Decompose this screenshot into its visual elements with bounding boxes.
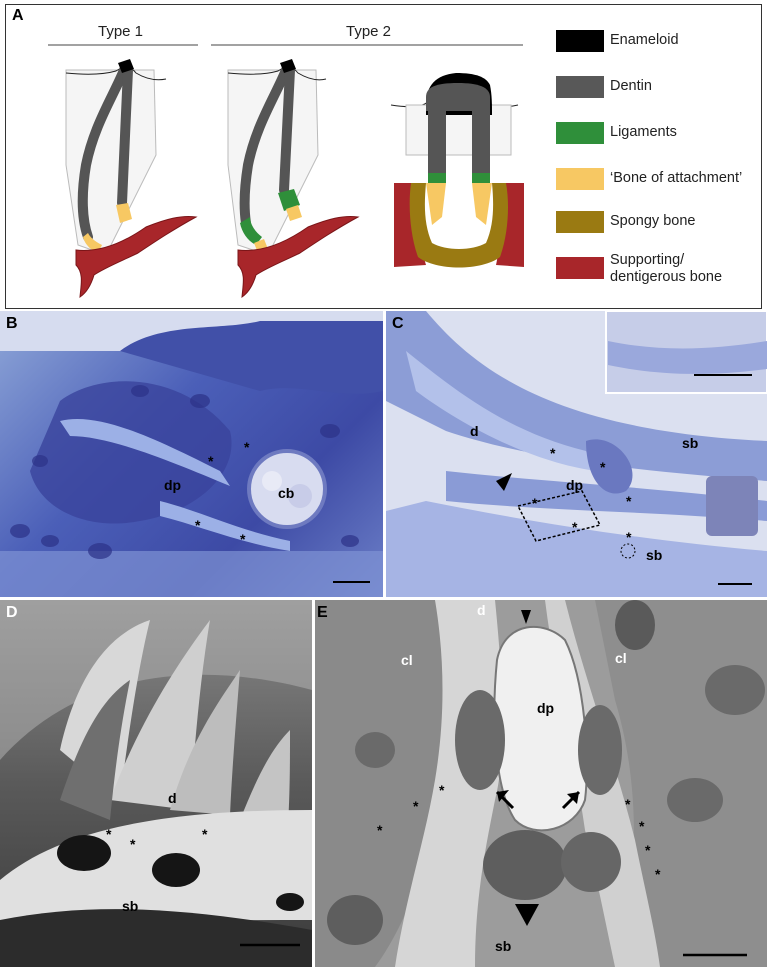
panel-a-drawing — [48, 30, 604, 298]
label-dp: dp — [164, 477, 182, 493]
panel-d-sem — [0, 600, 312, 967]
legend-swatch-spongy-bone — [556, 211, 604, 233]
panel-a: A Type 1 Type 2 Enameloid Dentin Ligamen… — [5, 4, 762, 309]
star-marker: * — [106, 826, 112, 842]
panel-b-letter: B — [6, 315, 18, 332]
legend-swatch-dentin — [556, 76, 604, 98]
star-marker: * — [413, 798, 419, 814]
star-marker: * — [377, 822, 383, 838]
panel-a-letter: A — [12, 7, 24, 24]
legend-swatch-enameloid — [556, 30, 604, 52]
legend-label-dentin: Dentin — [610, 78, 652, 94]
star-marker: * — [550, 445, 556, 461]
label-sb: sb — [646, 547, 663, 563]
label-cl: cl — [401, 652, 413, 668]
panel-b: B dp cb * * * * — [0, 311, 383, 597]
star-marker: * — [655, 866, 661, 882]
panel-e: E d cl cl dp sb * * * * * * * — [315, 600, 767, 967]
label-dp: dp — [537, 700, 555, 716]
panel-c: C d dp sb sb * * * * * * — [386, 311, 767, 597]
legend-label-ligaments: Ligaments — [610, 124, 677, 140]
legend-label-spongy-bone: Spongy bone — [610, 213, 696, 229]
star-marker: * — [626, 529, 632, 545]
panel-c-histology — [386, 311, 767, 597]
label-sb: sb — [682, 435, 699, 451]
legend-label-bone-attachment: ‘Bone of attachment’ — [610, 170, 743, 186]
star-marker: * — [130, 836, 136, 852]
legend-swatch-supporting-bone — [556, 257, 604, 279]
star-marker: * — [532, 495, 538, 511]
legend-label-supporting-bone: Supporting/ dentigerous bone — [610, 252, 723, 285]
label-d: d — [470, 423, 479, 439]
star-marker: * — [195, 517, 201, 533]
legend-swatch-bone-attachment — [556, 168, 604, 190]
label-d: d — [168, 790, 177, 806]
panel-c-letter: C — [392, 315, 404, 332]
star-marker: * — [626, 493, 632, 509]
type1-tooth-diagram — [65, 59, 198, 298]
star-marker: * — [202, 826, 208, 842]
star-marker: * — [625, 796, 631, 812]
star-marker: * — [639, 818, 645, 834]
label-d: d — [477, 602, 486, 618]
label-dp: dp — [566, 477, 584, 493]
panel-e-tem — [315, 600, 767, 967]
label-cl: cl — [615, 650, 627, 666]
legend-swatch-ligaments — [556, 122, 604, 144]
panel-d: D d sb * * * — [0, 600, 312, 967]
star-marker: * — [645, 842, 651, 858]
panel-e-letter: E — [317, 604, 328, 621]
panel-d-letter: D — [6, 604, 18, 621]
label-sb: sb — [495, 938, 512, 954]
label-sb: sb — [122, 898, 139, 914]
star-marker: * — [240, 531, 246, 547]
star-marker: * — [208, 453, 214, 469]
label-cb: cb — [278, 485, 295, 501]
legend-label-enameloid: Enameloid — [610, 32, 679, 48]
type1-title: Type 1 — [98, 23, 144, 40]
star-marker: * — [439, 782, 445, 798]
panel-b-histology — [0, 311, 383, 597]
type2a-tooth-diagram — [227, 59, 360, 298]
star-marker: * — [600, 459, 606, 475]
type2-title: Type 2 — [346, 23, 392, 40]
type2b-tooth-diagram — [390, 73, 524, 268]
star-marker: * — [572, 519, 578, 535]
star-marker: * — [244, 439, 250, 455]
